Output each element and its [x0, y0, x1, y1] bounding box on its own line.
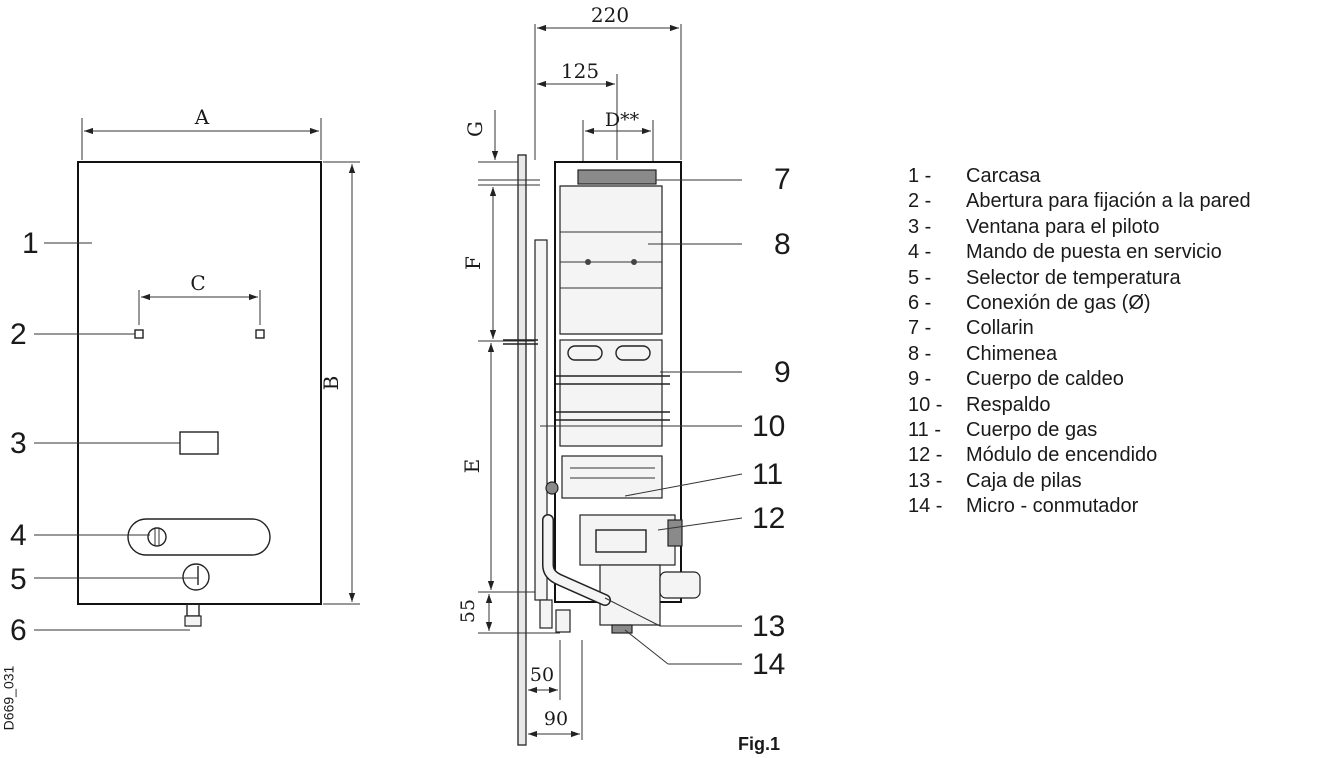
legend-label: Abertura para fijación a la pared: [966, 190, 1251, 213]
dim-55-label: 55: [457, 599, 479, 623]
legend-label: Chimenea: [966, 342, 1058, 365]
legend-item: 9 - Cuerpo de caldeo: [908, 367, 1251, 392]
temperature-selector-knob: [182, 563, 210, 591]
legend-item: 1 - Carcasa: [908, 164, 1251, 189]
pilot-window: [179, 431, 219, 455]
legend-number: 12 -: [908, 444, 943, 467]
dim-a-label: A: [194, 105, 210, 129]
legend-item: 13 - Caja de pilas: [908, 469, 1251, 494]
legend-item: 5 - Selector de temperatura: [908, 266, 1251, 291]
callout-5: 5: [10, 563, 27, 596]
dim-90-label: 90: [544, 708, 568, 730]
legend-number: 9 -: [908, 368, 932, 391]
figure-caption: Fig.1: [738, 734, 781, 754]
legend-label: Conexión de gas (Ø): [966, 291, 1151, 314]
legend-label: Collarin: [966, 317, 1034, 340]
dim-b-label: B: [319, 376, 343, 391]
legend-number: 4 -: [908, 241, 932, 264]
wall-fixing-opening-left: [134, 329, 144, 339]
callout-12: 12: [752, 502, 785, 535]
callout-4: 4: [10, 519, 27, 552]
dim-d-label: D**: [605, 109, 640, 131]
callout-13: 13: [752, 610, 785, 643]
dim-e-label: E: [460, 459, 484, 474]
dim-c-label: C: [190, 271, 205, 295]
legend-item: 8 - Chimenea: [908, 342, 1251, 367]
legend-item: 14 - Micro - conmutador: [908, 494, 1251, 519]
callout-10: 10: [752, 410, 785, 443]
callout-11: 11: [752, 458, 783, 491]
legend-label: Caja de pilas: [966, 469, 1082, 492]
callout-14: 14: [752, 648, 785, 681]
legend-number: 2 -: [908, 190, 932, 213]
flue-collar: [577, 169, 657, 185]
legend-label: Carcasa: [966, 165, 1041, 187]
parts-legend: 1 - Carcasa 2 - Abertura para fijación a la…: [908, 164, 1251, 519]
ignition-module: [579, 514, 676, 566]
heat-exchanger: [559, 339, 663, 447]
legend-item: 10 - Respaldo: [908, 393, 1251, 418]
wall-section: [517, 154, 527, 746]
legend-item: 3 - Ventana para el piloto: [908, 215, 1251, 240]
legend-item: 12 - Módulo de encendido: [908, 443, 1251, 468]
legend-item: 6 - Conexión de gas (Ø): [908, 291, 1251, 316]
service-control-slot: [127, 518, 271, 556]
legend-label: Micro - conmutador: [966, 495, 1139, 518]
callout-9: 9: [774, 356, 791, 389]
side-view: 220 125 D** G F E 55: [457, 3, 791, 746]
legend-item: 4 - Mando de puesta en servicio: [908, 240, 1251, 265]
burner-assembly: [561, 455, 663, 499]
legend-number: 3 -: [908, 215, 932, 238]
dim-50-label: 50: [530, 664, 554, 686]
legend-label: Módulo de encendido: [966, 444, 1158, 467]
legend-item: 2 - Abertura para fijación a la pared: [908, 189, 1251, 214]
legend-number: 5 -: [908, 266, 932, 289]
battery-box: [599, 564, 661, 626]
dim-f-label: F: [461, 256, 485, 270]
callout-8: 8: [774, 228, 791, 261]
service-control-knob: [147, 527, 167, 547]
legend-number: 8 -: [908, 342, 932, 365]
callout-6: 6: [10, 614, 27, 647]
legend-label: Ventana para el piloto: [966, 215, 1160, 238]
wall-fixing-opening-right: [255, 329, 265, 339]
legend-item: 7 - Collarin: [908, 316, 1251, 341]
legend-number: 7 -: [908, 317, 932, 340]
callout-2: 2: [10, 318, 27, 351]
callout-1: 1: [22, 227, 39, 260]
legend-number: 10 -: [908, 393, 943, 416]
reference-code: D669_031: [0, 665, 17, 731]
callout-7: 7: [774, 163, 791, 196]
callout-3: 3: [10, 427, 27, 460]
legend-label: Cuerpo de caldeo: [966, 368, 1124, 391]
flue-hood: [559, 185, 663, 335]
legend-number: 1 -: [908, 165, 932, 187]
front-view: A B C 1 2 3 4 5 6: [10, 105, 360, 647]
legend-label: Selector de temperatura: [966, 266, 1181, 289]
dim-g-label: G: [463, 121, 487, 137]
legend-number: 11 -: [908, 418, 941, 441]
legend-number: 6 -: [908, 291, 932, 314]
legend-number: 14 -: [908, 495, 943, 518]
legend-number: 13 -: [908, 469, 943, 492]
legend-item: 11 - Cuerpo de gas: [908, 418, 1251, 443]
dim-220-label: 220: [591, 3, 629, 27]
gas-connection-pipe: [186, 603, 200, 617]
legend-label: Respaldo: [966, 393, 1051, 416]
heater-casing-front: [77, 161, 322, 605]
dim-125-label: 125: [561, 59, 599, 83]
legend-label: Cuerpo de gas: [966, 418, 1098, 441]
legend-label: Mando de puesta en servicio: [966, 241, 1222, 264]
